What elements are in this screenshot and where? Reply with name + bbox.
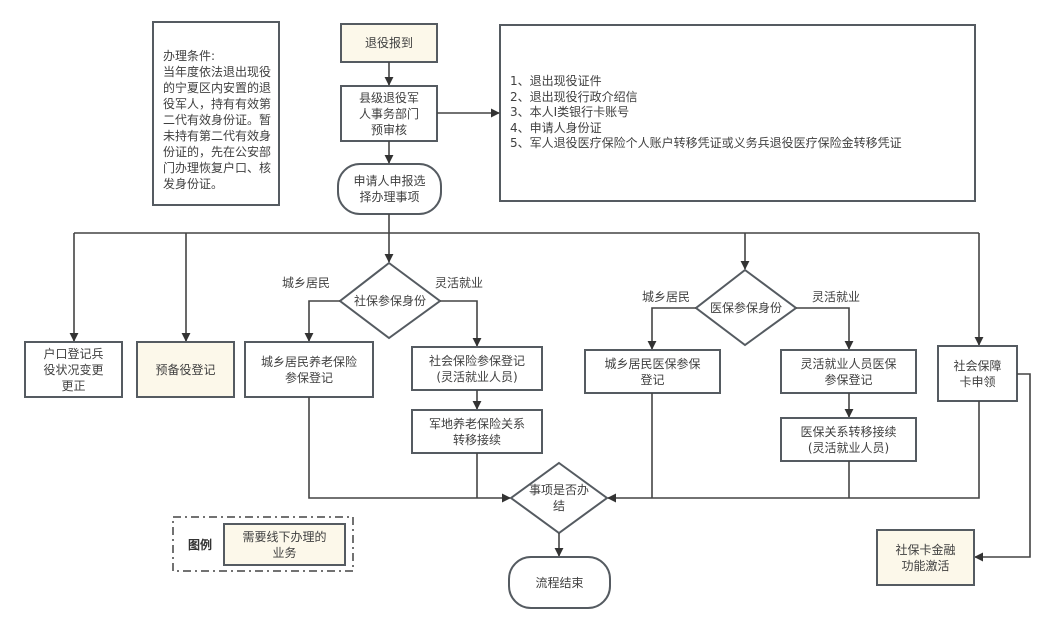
material-item: 1、退出现役证件 bbox=[510, 74, 602, 88]
flex-social-label: 社会保险参保登记 (灵活就业人员) bbox=[412, 347, 542, 390]
flex-medical-line-1: 灵活就业人员医保 bbox=[800, 356, 897, 371]
precheck-line-3: 预审核 bbox=[370, 122, 407, 137]
card-apply-line-1: 社会保障 bbox=[953, 358, 1002, 373]
legend-item-line-1: 需要线下办理的 bbox=[242, 529, 327, 544]
conditions-body: 当年度依法退出现役的宁夏区内安置的退役军人，持有有效第二代有效身份证。暂未持有第… bbox=[163, 65, 272, 191]
medical-transfer-label: 医保关系转移接续 (灵活就业人员) bbox=[781, 418, 916, 461]
legend-item-line-2: 业务 bbox=[272, 545, 297, 560]
medical-right-label: 灵活就业 bbox=[812, 290, 861, 304]
social-decision[interactable] bbox=[338, 261, 442, 340]
materials-box bbox=[499, 24, 976, 202]
edge-urban-pension-done bbox=[308, 397, 511, 503]
card-activate-node[interactable] bbox=[876, 529, 975, 586]
edge-medical-left bbox=[647, 307, 696, 350]
materials-list: 1、退出现役证件 2、退出现役行政介绍信 3、本人Ⅰ类银行卡账号 4、申请人身份… bbox=[510, 74, 902, 152]
flex-social-line-2: (灵活就业人员) bbox=[436, 369, 518, 384]
reserve-label: 预备役登记 bbox=[137, 342, 234, 397]
social-left-label: 城乡居民 bbox=[282, 276, 331, 290]
end-node[interactable] bbox=[508, 556, 611, 609]
legend-title: 图例 bbox=[188, 538, 213, 552]
medical-transfer-line-2: (灵活就业人员) bbox=[807, 440, 890, 455]
medical-transfer-line-1: 医保关系转移接续 bbox=[800, 424, 897, 439]
hukou-line-2: 役状况变更 bbox=[43, 362, 104, 377]
edge-card-activate bbox=[974, 373, 1031, 562]
material-item: 2、退出现役行政介绍信 bbox=[510, 89, 638, 104]
apply-line-2: 择办理事项 bbox=[359, 190, 420, 204]
reserve-text: 预备役登记 bbox=[155, 362, 216, 377]
card-activate-label: 社保卡金融 功能激活 bbox=[877, 530, 974, 585]
edge-social-left bbox=[304, 300, 340, 342]
material-item: 4、申请人身份证 bbox=[510, 120, 602, 135]
urban-pension-line-1: 城乡居民养老保险 bbox=[260, 354, 357, 369]
legend-box bbox=[172, 516, 354, 572]
medical-decision[interactable] bbox=[694, 268, 798, 347]
urban-pension-label: 城乡居民养老保险 参保登记 bbox=[245, 342, 373, 397]
military-transfer-node[interactable] bbox=[411, 409, 543, 454]
social-decision-text: 社保参保身份 bbox=[353, 294, 426, 308]
hukou-line-1: 户口登记兵 bbox=[43, 346, 104, 361]
edge-social-right bbox=[440, 300, 482, 347]
urban-pension-node[interactable] bbox=[244, 341, 374, 398]
card-apply-label: 社会保障 卡申领 bbox=[938, 346, 1017, 401]
flex-medical-node[interactable] bbox=[780, 349, 917, 394]
precheck-line-1: 县级退役军 bbox=[358, 90, 419, 105]
precheck-line-2: 人事务部门 bbox=[358, 106, 419, 121]
military-transfer-line-2: 转移接续 bbox=[452, 432, 501, 447]
hukou-node[interactable] bbox=[24, 341, 123, 398]
card-apply-node[interactable] bbox=[937, 345, 1018, 402]
medical-decision-label: 医保参保身份 bbox=[696, 299, 796, 317]
urban-medical-node[interactable] bbox=[584, 349, 721, 394]
material-item: 5、军人退役医疗保险个人账户转移凭证或义务兵退役医疗保险金转移凭证 bbox=[510, 136, 902, 150]
apply-line-1: 申请人申报选 bbox=[353, 174, 426, 188]
legend-swatch bbox=[223, 523, 346, 566]
flex-medical-line-2: 参保登记 bbox=[824, 372, 873, 387]
edge-medical-right bbox=[796, 307, 854, 350]
card-activate-line-1: 社保卡金融 bbox=[895, 542, 956, 557]
conditions-text: 办理条件: 当年度依法退出现役的宁夏区内安置的退役军人，持有有效第二代有效身份证… bbox=[163, 48, 277, 192]
card-apply-line-2: 卡申领 bbox=[959, 374, 996, 389]
hukou-line-3: 更正 bbox=[61, 378, 86, 393]
urban-pension-line-2: 参保登记 bbox=[284, 370, 333, 385]
medical-decision-text: 医保参保身份 bbox=[709, 301, 782, 315]
flex-social-node[interactable] bbox=[411, 346, 543, 391]
done-decision-line-2: 结 bbox=[552, 499, 565, 513]
social-decision-label: 社保参保身份 bbox=[340, 292, 440, 310]
hukou-label: 户口登记兵 役状况变更 更正 bbox=[25, 342, 122, 397]
medical-left-label: 城乡居民 bbox=[642, 290, 691, 304]
flex-social-line-1: 社会保险参保登记 bbox=[428, 353, 525, 368]
apply-label: 申请人申报选 择办理事项 bbox=[338, 164, 441, 214]
social-right-label: 灵活就业 bbox=[435, 276, 484, 290]
flex-medical-label: 灵活就业人员医保 参保登记 bbox=[781, 350, 916, 393]
end-label: 流程结束 bbox=[509, 557, 610, 608]
precheck-label: 县级退役军 人事务部门 预审核 bbox=[341, 86, 437, 141]
conditions-title: 办理条件: bbox=[163, 49, 216, 63]
reserve-node[interactable] bbox=[136, 341, 235, 398]
done-decision-label: 事项是否办 结 bbox=[511, 480, 607, 516]
conditions-box bbox=[152, 21, 280, 206]
report-text: 退役报到 bbox=[364, 36, 413, 50]
report-label: 退役报到 bbox=[341, 24, 437, 62]
done-decision-line-1: 事项是否办 bbox=[528, 483, 589, 497]
end-text: 流程结束 bbox=[535, 575, 584, 590]
edge-card-done bbox=[607, 401, 980, 503]
legend-item-label: 需要线下办理的 业务 bbox=[224, 524, 345, 565]
urban-medical-label: 城乡居民医保参保 登记 bbox=[585, 350, 720, 393]
urban-medical-line-2: 登记 bbox=[640, 372, 665, 387]
military-transfer-label: 军地养老保险关系 转移接续 bbox=[412, 410, 542, 453]
card-activate-line-2: 功能激活 bbox=[901, 558, 950, 573]
medical-transfer-node[interactable] bbox=[780, 417, 917, 462]
material-item: 3、本人Ⅰ类银行卡账号 bbox=[510, 105, 630, 119]
military-transfer-line-1: 军地养老保险关系 bbox=[428, 416, 525, 431]
urban-medical-line-1: 城乡居民医保参保 bbox=[604, 356, 701, 371]
